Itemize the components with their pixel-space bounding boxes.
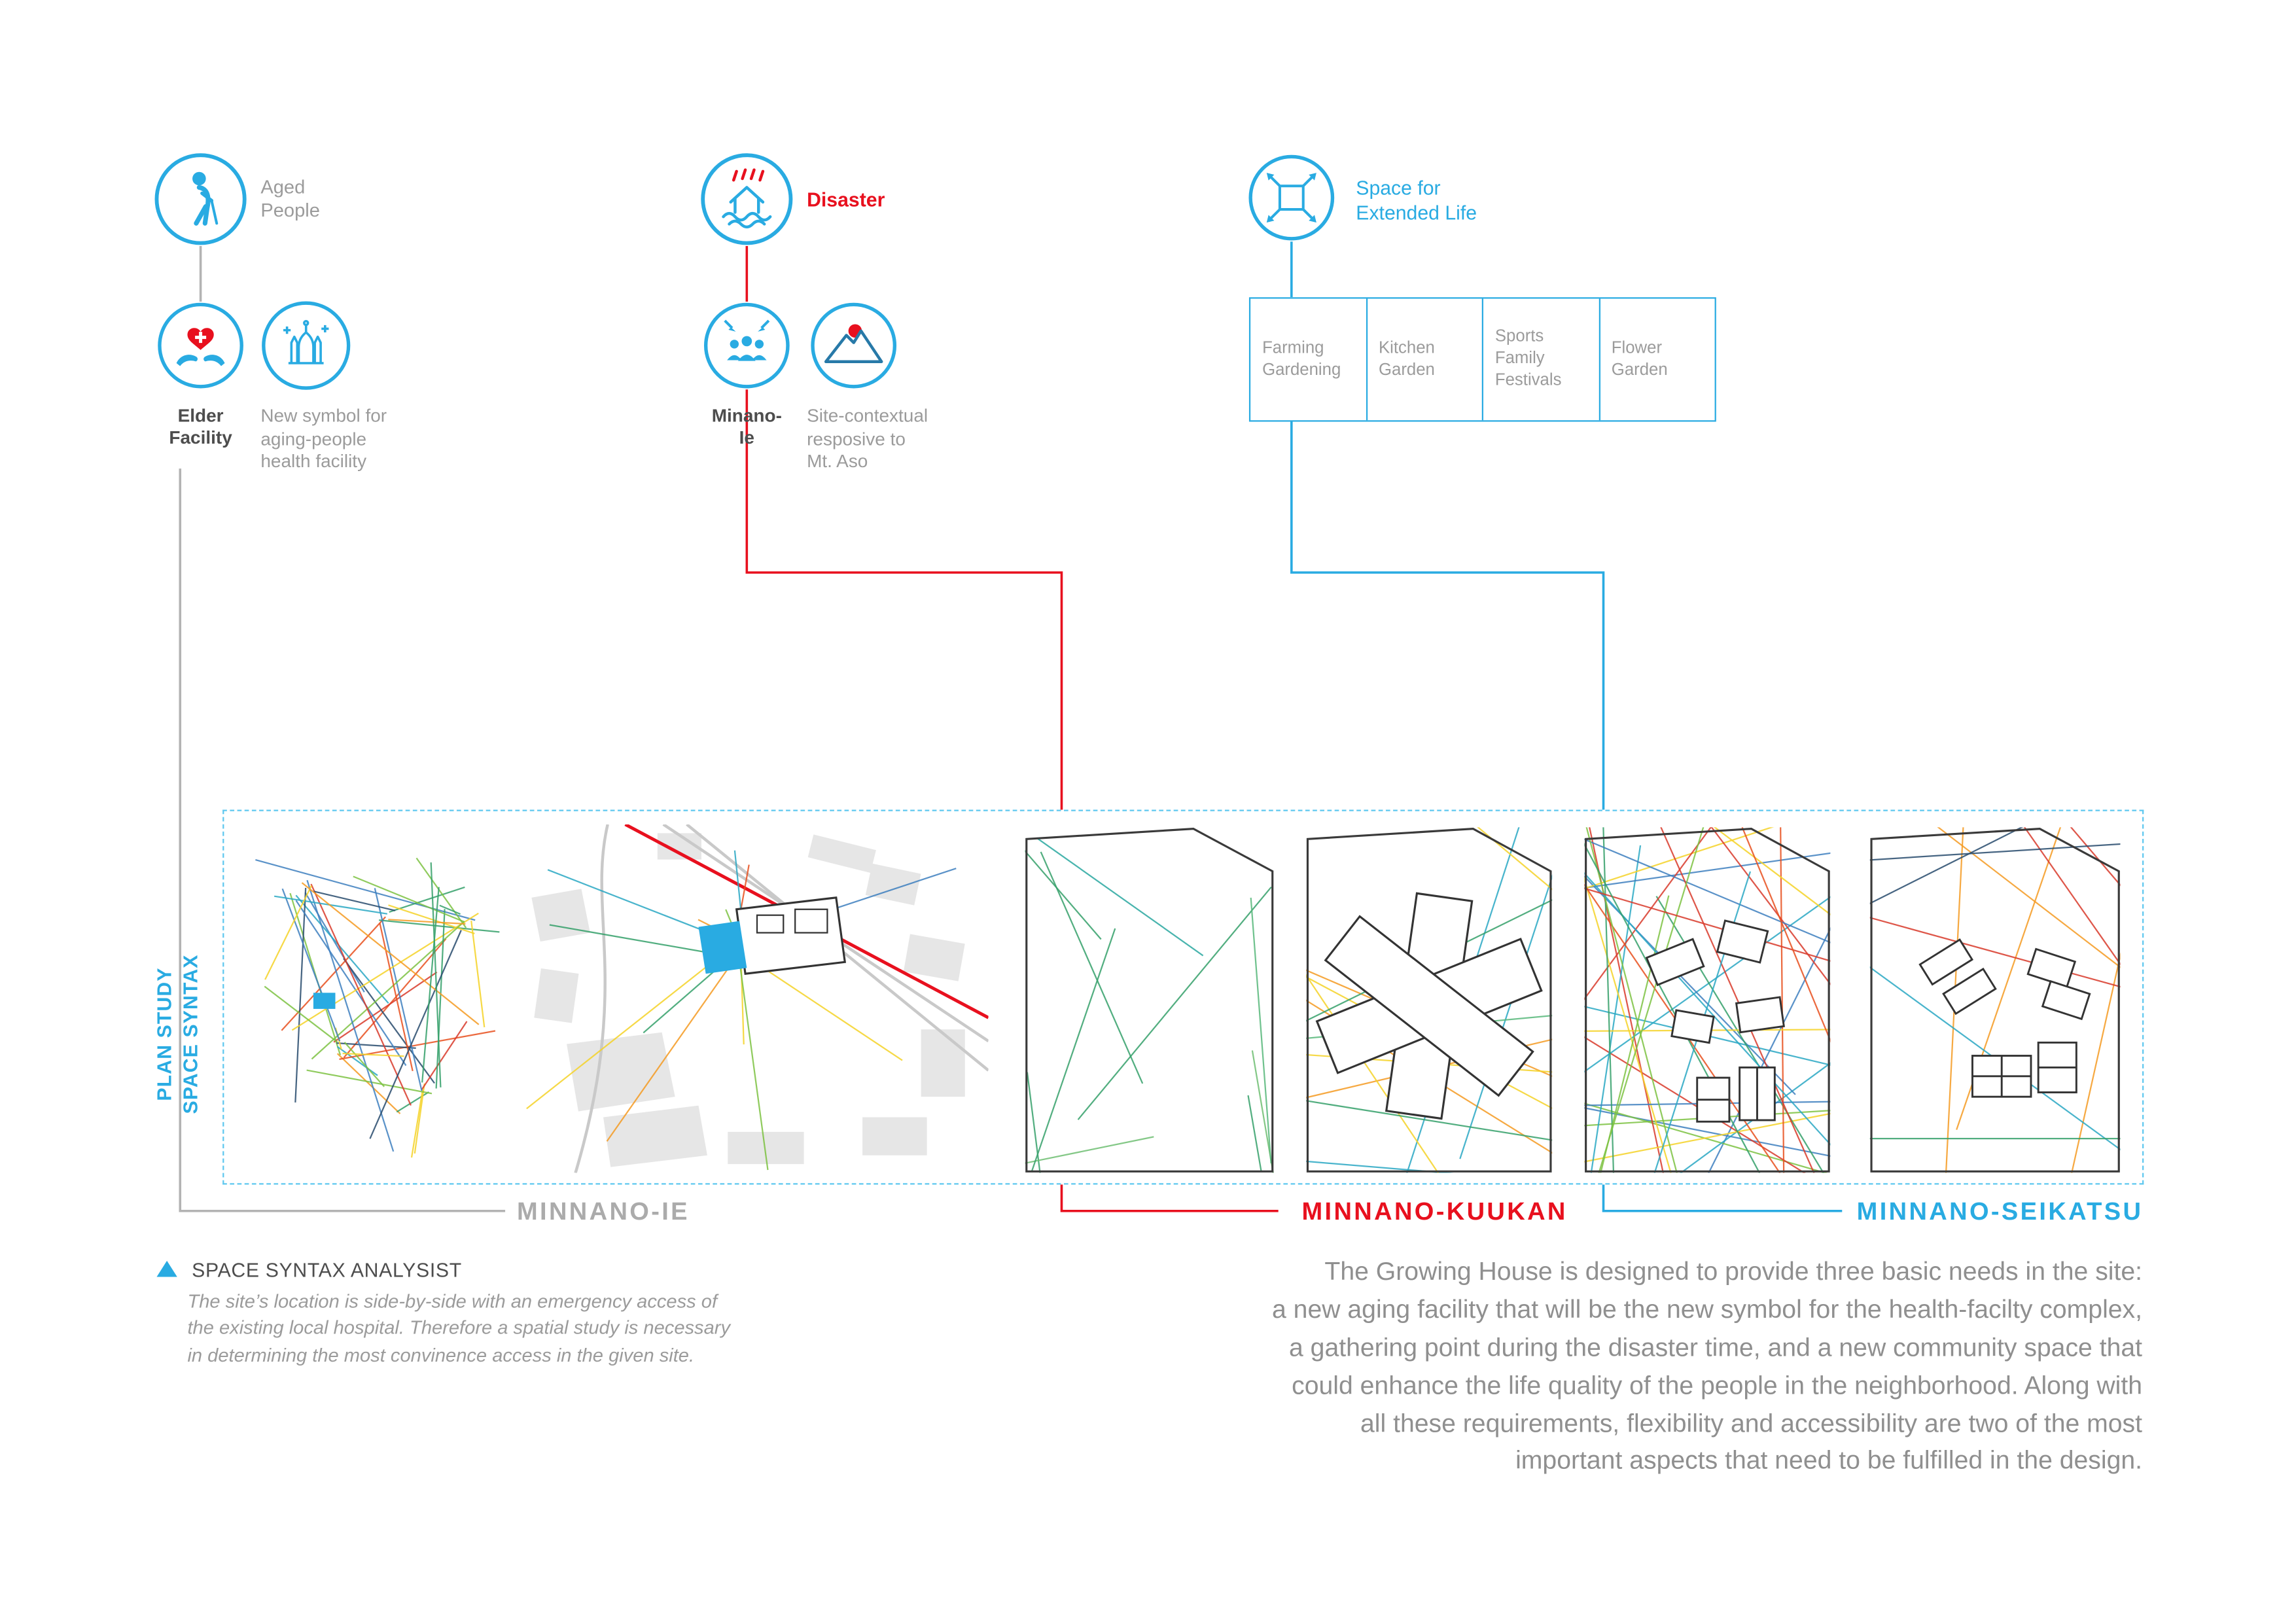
blue-connector-bottom: [1604, 1182, 1843, 1211]
table-cell-sports: Sports Family Festivals: [1482, 299, 1598, 421]
minano-ie-icon: [703, 302, 790, 389]
site-highlight: [313, 993, 336, 1009]
extended-life-icon: [1248, 154, 1335, 241]
plan-option-sparse: [1870, 827, 2121, 1173]
mt-aso-icon: [810, 302, 898, 389]
elder-facility-label: Elder Facility: [139, 406, 262, 450]
space-syntax-map: [249, 835, 505, 1163]
site-outline: [1027, 829, 1273, 1172]
aged-people-icon: [154, 152, 247, 246]
minnano-ie-label: MINNANO-IE: [517, 1198, 690, 1227]
highlighted-building: [698, 921, 747, 974]
extended-life-table: Farming Gardening Kitchen Garden Sports …: [1249, 297, 1716, 421]
disaster-icon: [700, 152, 794, 246]
table-cell-farming: Farming Gardening: [1250, 299, 1366, 421]
new-symbol-building-icon: [260, 300, 351, 391]
table-cell-kitchen: Kitchen Garden: [1366, 299, 1482, 421]
analysis-title: SPACE SYNTAX ANALYSIST: [192, 1260, 462, 1282]
plan-option-star: [1306, 827, 1552, 1173]
star-building: [1317, 893, 1542, 1118]
elder-facility-icon: [156, 302, 244, 389]
aged-people-label: Aged People: [260, 176, 320, 222]
site-map: [523, 824, 989, 1173]
extended-life-label: Space for Extended Life: [1356, 177, 1477, 227]
triangle-bullet-icon: [156, 1261, 177, 1277]
table-cell-flower: Flower Garden: [1598, 299, 1715, 421]
plan-option-cluster: [1584, 827, 1830, 1173]
blue-connector-mid: [1292, 419, 1604, 810]
plan-buildings: [1920, 940, 2089, 1097]
minnano-seikatsu-label: MINNANO-SEIKATSU: [1857, 1198, 2144, 1227]
site-map-hospital: [698, 898, 845, 974]
analysis-body: The site’s location is side-by-side with…: [187, 1288, 817, 1369]
minano-ie-label: Minano- Ie: [688, 406, 805, 450]
red-connector-bottom: [1061, 1182, 1278, 1211]
plan-option-open: [1025, 827, 1274, 1173]
new-symbol-label: New symbol for aging-people health facil…: [260, 406, 387, 474]
disaster-label: Disaster: [807, 189, 885, 211]
project-description: The Growing House is designed to provide…: [1118, 1254, 2143, 1481]
minnano-kuukan-label: MINNANO-KUUKAN: [1301, 1198, 1567, 1227]
site-contextual-label: Site-contextual resposive to Mt. Aso: [807, 406, 928, 474]
panel-side-label: PLAN STUDY SPACE SYNTAX: [152, 917, 205, 1151]
